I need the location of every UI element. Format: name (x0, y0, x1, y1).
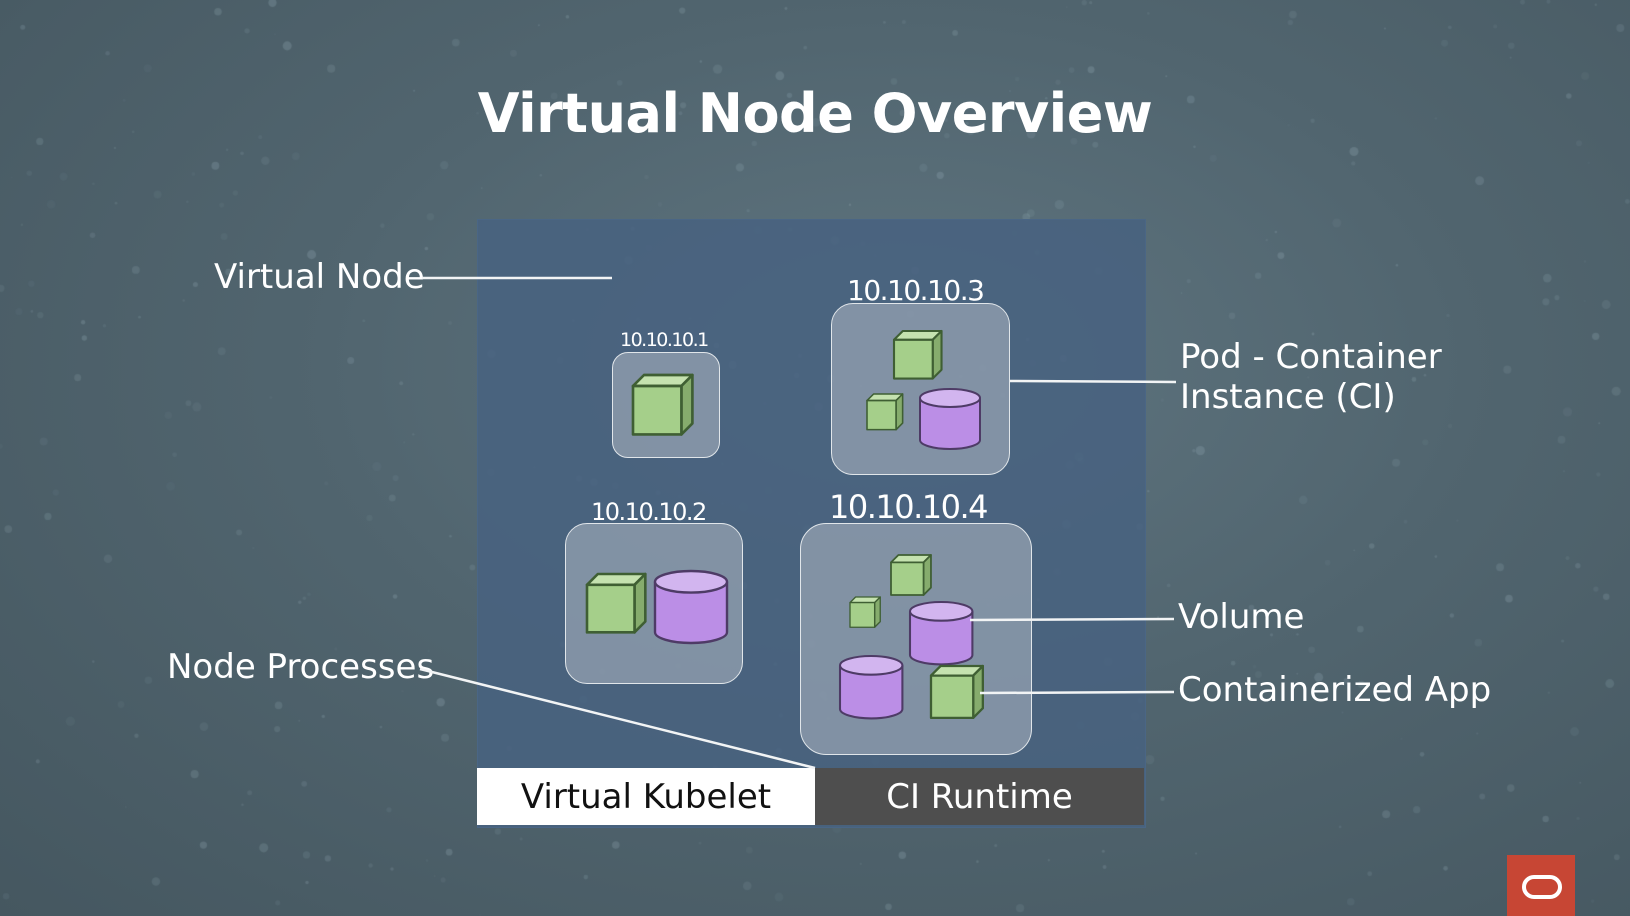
containerized-app-callout-line (979, 690, 1175, 695)
cube-icon (892, 329, 943, 380)
oracle-logo-icon (1507, 855, 1575, 916)
cylinder-icon (908, 600, 974, 666)
pod-4-ip: 10.10.10.4 (829, 488, 989, 526)
node-processes-callout-line (419, 667, 816, 770)
volume-callout-line (969, 617, 1175, 622)
ci-runtime-label: CI Runtime (886, 776, 1073, 817)
logo-ring (1522, 875, 1562, 899)
virtual-node-label: Virtual Node (214, 257, 425, 297)
cube-icon (890, 554, 932, 596)
node-processes-label: Node Processes (167, 647, 435, 687)
virtual-kubelet-label: Virtual Kubelet (520, 776, 772, 817)
cube-icon (585, 572, 647, 634)
containerized-app-label: Containerized App (1178, 670, 1492, 710)
page-title: Virtual Node Overview (477, 82, 1153, 145)
cube-icon (866, 393, 904, 431)
pod-1-ip: 10.10.10.1 (620, 329, 709, 351)
pod-3-ip: 10.10.10.3 (847, 274, 985, 307)
pod-label-line-2: Instance (CI) (1180, 377, 1396, 417)
volume-label: Volume (1178, 597, 1305, 637)
cube-icon (929, 664, 984, 719)
pod-label-line-1: Pod - Container (1180, 337, 1442, 377)
pod-callout-line (1009, 379, 1177, 384)
pod-2-ip: 10.10.10.2 (591, 498, 707, 526)
cylinder-icon (838, 654, 904, 720)
cube-icon (631, 373, 694, 436)
virtual-kubelet-bar: Virtual Kubelet (477, 768, 815, 825)
cube-icon (849, 596, 881, 628)
cylinder-icon (919, 388, 981, 450)
cylinder-icon (653, 569, 729, 645)
ci-runtime-bar: CI Runtime (815, 768, 1144, 825)
